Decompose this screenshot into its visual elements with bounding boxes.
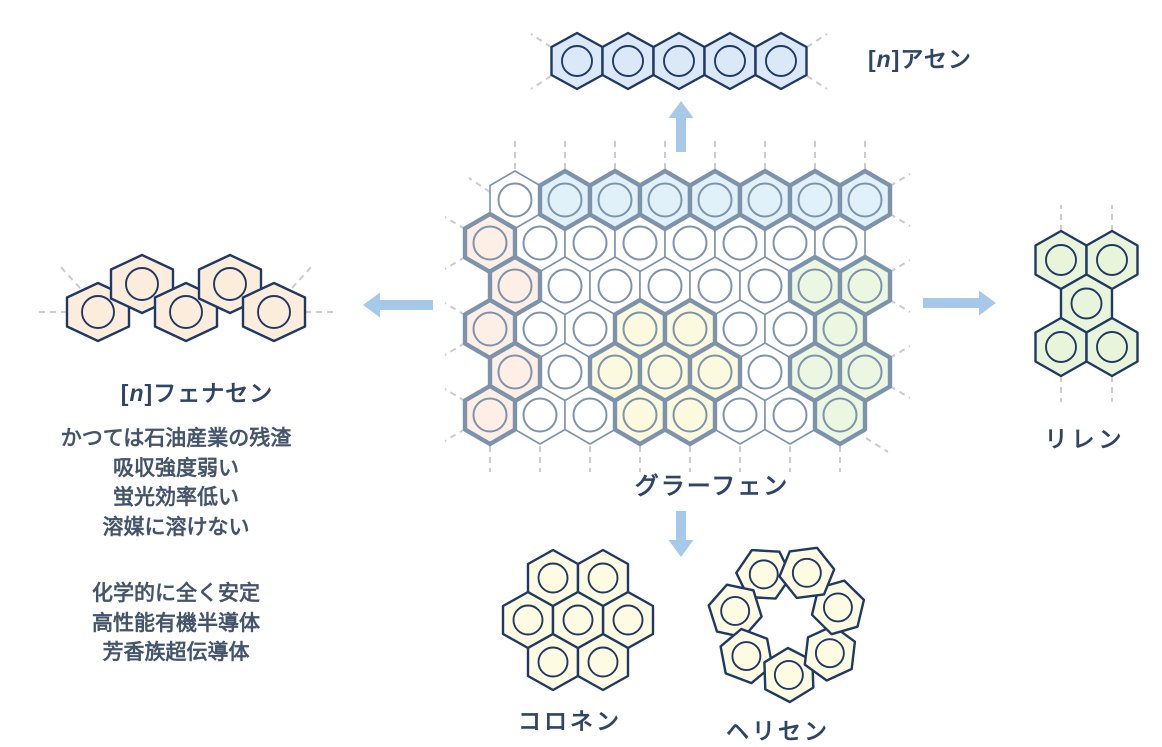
bracket: [: [120, 380, 130, 406]
flow-arrows: [363, 101, 996, 557]
arrow-left: [363, 292, 433, 318]
phenacene-label: [n]フェナセン: [121, 374, 273, 408]
graphene-lattice-structure: [462, 168, 893, 447]
acene-label: [n]アセン: [868, 40, 972, 74]
lattice-edge-dashes: [444, 141, 911, 472]
coronene-label: コロネン: [518, 708, 622, 734]
note-line: 芳香族超伝導体: [102, 641, 250, 664]
arrow-up: [668, 101, 694, 152]
graphene-label: グラーフェン: [634, 473, 790, 500]
note-line: 高性能有機半導体: [92, 611, 260, 635]
note-line: かつては石油産業の残渣: [60, 427, 292, 450]
n-variable: n: [129, 380, 145, 406]
note-line: 化学的に全く安定: [92, 582, 260, 605]
advantage-notes: 化学的に全く安定 高性能有機半導体 芳香族超伝導体: [92, 579, 260, 668]
acene-structure: [530, 31, 828, 91]
note-line: 溶媒に溶けない: [102, 515, 250, 539]
helicene-structure: [707, 546, 866, 704]
rylene-structure: [1034, 205, 1139, 402]
arrow-right: [923, 290, 996, 316]
phenacene-structure: [39, 253, 333, 343]
bracket: [: [868, 46, 877, 72]
note-line: 蛍光効率低い: [113, 486, 239, 509]
rylene-label: リレン: [1044, 426, 1126, 452]
coronene-structure: [501, 548, 655, 692]
drawback-notes: かつては石油産業の残渣 吸収強度弱い 蛍光効率低い 溶媒に溶けない: [61, 424, 292, 542]
acene-label-text: ]アセン: [891, 46, 972, 72]
arrow-down: [668, 511, 694, 557]
helicene-label: ヘリセン: [726, 718, 830, 744]
note-line: 吸収強度弱い: [113, 456, 239, 480]
phenacene-label-text: ]フェナセン: [144, 380, 274, 406]
n-variable: n: [876, 46, 892, 72]
